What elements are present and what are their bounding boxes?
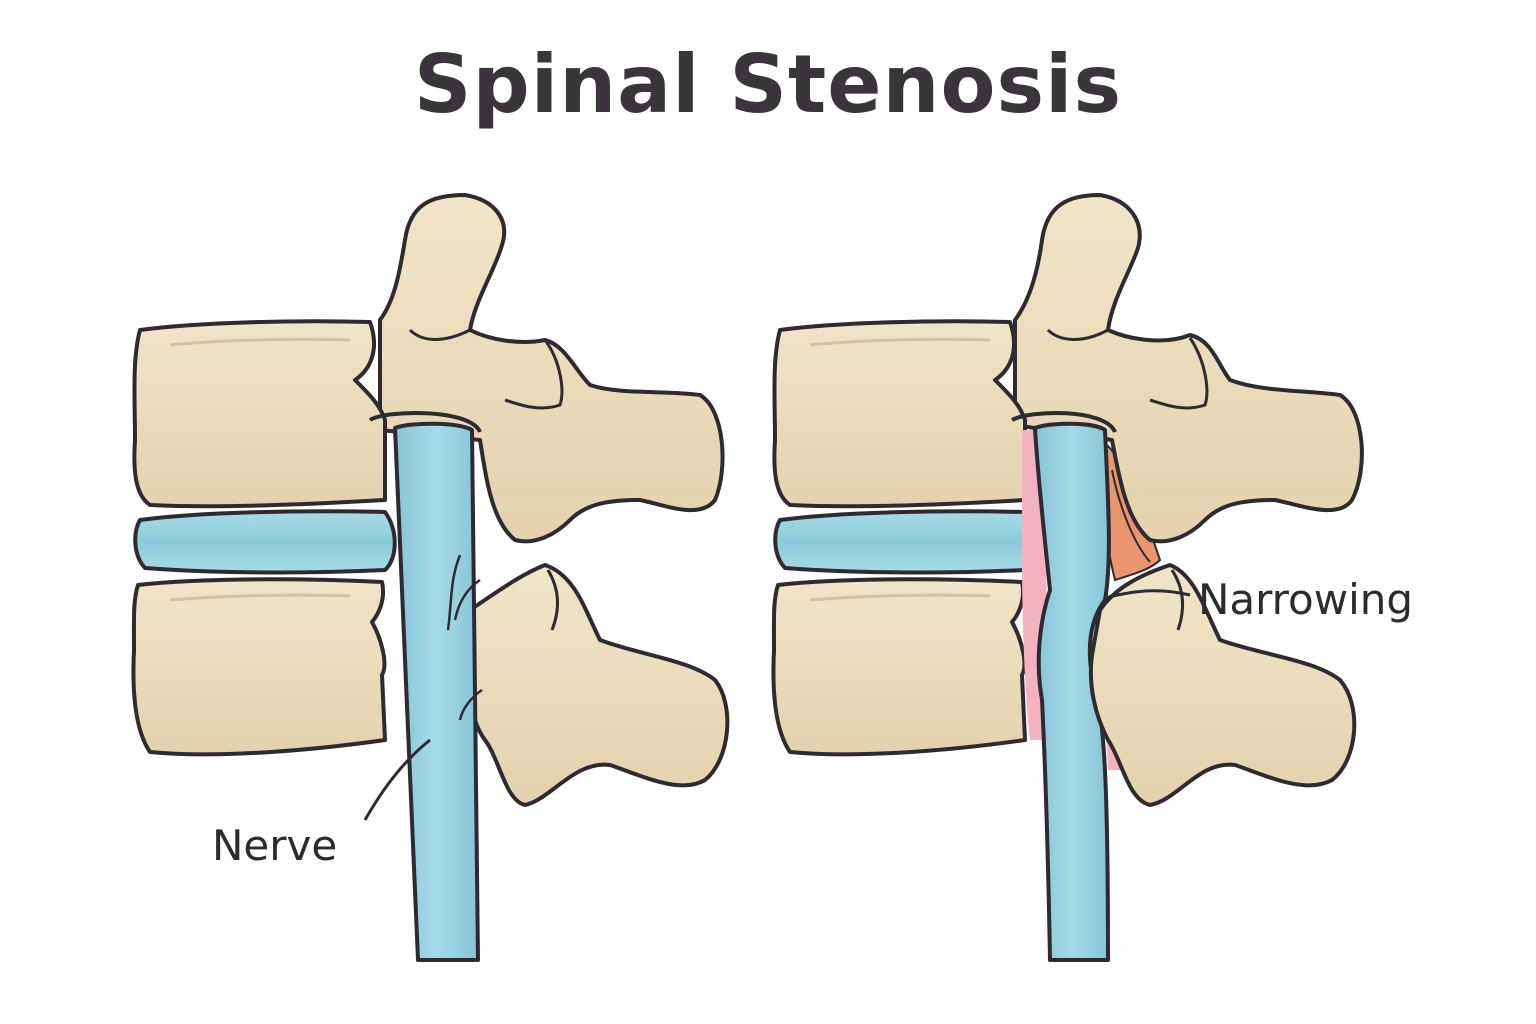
upper-vertebral-body — [132, 319, 387, 509]
upper-vertebral-body-stenosis — [772, 319, 1027, 509]
stenosis-spine: Narrowing — [771, 193, 1413, 962]
upper-transverse-process — [378, 193, 725, 544]
upper-transverse-process-stenosis — [1013, 193, 1364, 544]
nerve-label: Nerve — [212, 821, 337, 870]
nerve-pointer — [363, 738, 431, 821]
diagram-title: Spinal Stenosis — [413, 38, 1123, 131]
lower-vertebral-body-stenosis — [771, 577, 1027, 757]
normal-spine: Nerve — [131, 193, 730, 962]
narrowing-label: Narrowing — [1198, 575, 1413, 624]
intervertebral-disc-stenosis — [773, 509, 1037, 575]
nerve — [393, 421, 480, 962]
lower-transverse-process-stenosis — [1088, 563, 1357, 807]
lower-transverse-process — [463, 563, 730, 807]
intervertebral-disc — [133, 509, 397, 575]
compressed-nerve — [1033, 421, 1111, 962]
lower-vertebral-body — [131, 577, 387, 757]
narrowing-pointer — [1104, 589, 1191, 600]
